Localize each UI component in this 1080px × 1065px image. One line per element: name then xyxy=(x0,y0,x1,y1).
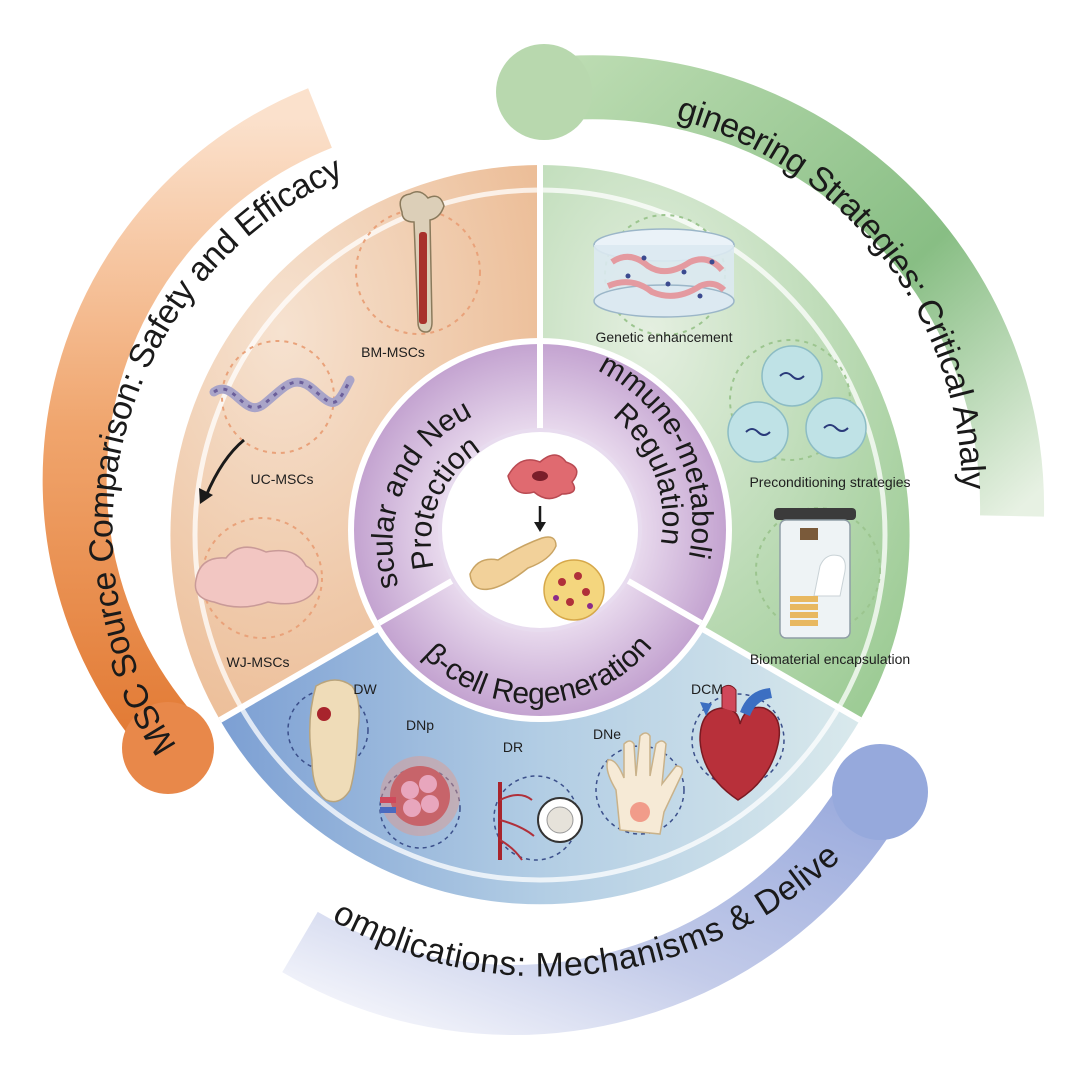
bone-icon xyxy=(399,191,445,333)
biomaterial-encapsulation-label: Biomaterial encapsulation xyxy=(750,651,910,667)
uc-mscs-label: UC-MSCs xyxy=(251,471,314,487)
preconditioning-label: Preconditioning strategies xyxy=(749,474,910,490)
hydrogel-scaffold-icon xyxy=(593,228,735,318)
dnp-label: DNp xyxy=(406,717,434,733)
blue-arc-end-cap xyxy=(832,744,928,840)
biomaterial-encapsulation-item: Biomaterial encapsulation xyxy=(750,507,910,667)
uc-mscs-item: UC-MSCs xyxy=(199,340,355,504)
dnp-item: DNp xyxy=(379,717,461,849)
wj-mscs-label: WJ-MSCs xyxy=(227,654,290,670)
orange-arc-end-cap xyxy=(122,702,214,794)
bioreactor-jar-icon xyxy=(774,508,856,639)
curved-arrow-icon xyxy=(204,438,245,497)
retina-eye-icon xyxy=(498,782,583,861)
foot-icon xyxy=(309,679,360,803)
heart-icon xyxy=(699,684,781,801)
core-illustration xyxy=(469,454,605,621)
bm-mscs-item: BM-MSCs xyxy=(355,191,481,360)
genetic-enhancement-label: Genetic enhancement xyxy=(596,329,733,345)
wj-mscs-item: WJ-MSCs xyxy=(194,517,323,670)
green-arc-end-cap xyxy=(496,44,592,140)
jelly-tissue-icon xyxy=(194,546,319,608)
dw-label: DW xyxy=(353,681,377,697)
islet-icon xyxy=(543,559,605,621)
cell-spheres-icon xyxy=(727,345,867,463)
dne-item: DNe xyxy=(593,726,685,835)
hand-nerve-icon xyxy=(606,732,684,835)
dw-item: DW xyxy=(287,679,377,803)
pancreas-icon xyxy=(469,536,557,591)
dne-label: DNe xyxy=(593,726,621,742)
dr-label: DR xyxy=(503,739,523,755)
wound-icon xyxy=(317,707,331,721)
dcm-item: DCM xyxy=(691,681,785,801)
dcm-label: DCM xyxy=(691,681,723,697)
bm-mscs-label: BM-MSCs xyxy=(361,344,425,360)
preconditioning-item: Preconditioning strategies xyxy=(727,339,911,490)
kidney-glomerulus-icon xyxy=(380,756,460,836)
genetic-enhancement-item: Genetic enhancement xyxy=(593,214,735,345)
dr-item: DR xyxy=(493,739,583,861)
